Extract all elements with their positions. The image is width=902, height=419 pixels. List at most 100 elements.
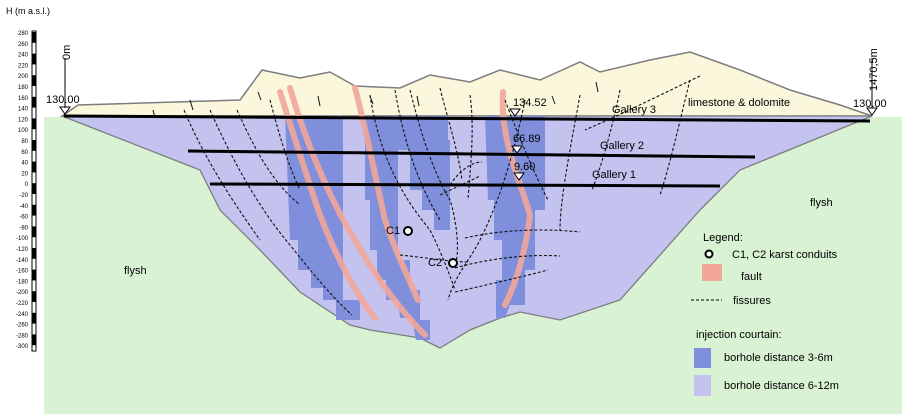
scale-segment: [32, 96, 36, 108]
scale-tick-label: -300: [16, 344, 29, 350]
scale-tick-label: -200: [16, 290, 29, 296]
fault-line: [499, 89, 534, 308]
scale-tick-label: -40: [19, 204, 28, 210]
legend-curtain-title: injection courtain:: [696, 329, 782, 341]
limestone-label: limestone & dolomite: [688, 97, 790, 109]
legend-curtain-dark-label: borhole distance 3-6m: [724, 352, 833, 364]
fissure-line: [236, 109, 301, 206]
faults: [277, 85, 534, 338]
fracture-tick: [416, 95, 420, 107]
level-triangle-icon: [511, 145, 523, 154]
gallery-1-line: [209, 182, 721, 188]
fracture-tick: [257, 91, 262, 101]
legend-fault-swatch: [702, 264, 722, 281]
scale-segment: [32, 204, 36, 216]
fissure-line: [183, 109, 261, 241]
curtain-light-area: [61, 115, 873, 349]
fracture-tick: [189, 99, 194, 111]
scale-segment: [32, 140, 36, 151]
scale-tick-label: -260: [16, 323, 29, 329]
scale-tick-label: 80: [21, 139, 28, 145]
scale-segment: [32, 334, 36, 346]
scale-segment: [32, 291, 36, 302]
scale-segment: [32, 248, 36, 259]
scale-segment: [32, 161, 36, 173]
scale-segment: [32, 53, 36, 65]
scale-tick-label: 40: [21, 161, 28, 167]
level-markers: [59, 106, 878, 181]
fault-line: [277, 89, 378, 321]
gallery-3-level-label: 134.52: [513, 97, 547, 109]
scale-tick-label: 280: [18, 31, 29, 37]
legend-curtain-dark-swatch: [694, 348, 711, 368]
conduit-c2-label: C2: [428, 257, 442, 269]
scale-tick-label: 60: [21, 150, 28, 156]
scale-tick-labels: 280260240220200180160140120100806040200-…: [16, 31, 29, 350]
scale-tick-label: 100: [18, 128, 29, 134]
gallery-3-name: Gallery 3: [612, 104, 656, 116]
fissure-line: [591, 89, 621, 191]
legend-fault-label: fault: [741, 271, 762, 283]
scale-tick-label: 260: [18, 42, 29, 48]
fault-line: [287, 85, 428, 338]
surface-fracture-ticks: [152, 81, 599, 119]
fissure-line: [209, 109, 353, 316]
fissure-line: [584, 75, 701, 131]
gallery-1-level-label: 9.60: [514, 161, 535, 173]
scale-tick-label: -160: [16, 269, 29, 275]
scale-tick-label: -220: [16, 301, 29, 307]
fissure-line: [439, 87, 463, 181]
scale-tick-label: -140: [16, 258, 29, 264]
fissure-line: [464, 229, 581, 239]
curtain-dark-zone-2: [365, 116, 430, 340]
fissure-line: [454, 254, 561, 269]
scale-tick-label: 180: [18, 85, 29, 91]
fissure-line: [394, 89, 441, 221]
scale-segment: [32, 118, 36, 130]
fissures: [183, 75, 701, 316]
scale-tick-label: 160: [18, 96, 29, 102]
level-triangle-icon: [509, 108, 521, 117]
curtain-dark-zone-4: [485, 116, 545, 318]
scale-tick-label: 140: [18, 107, 29, 113]
scale-tick-label: -280: [16, 333, 29, 339]
right-chainage-label: 1470,5m: [868, 48, 880, 91]
scale-tick-label: 20: [21, 171, 28, 177]
legend-curtain-light-swatch: [694, 375, 711, 396]
scale-segment: [32, 269, 36, 281]
fracture-tick: [369, 95, 374, 105]
scale-tick-label: -180: [16, 279, 29, 285]
left-level-label: 130.00: [46, 94, 80, 106]
right-level-label: 130.00: [853, 98, 887, 110]
scale-tick-label: -240: [16, 312, 29, 318]
legend-curtain-light-label: borhole distance 6-12m: [724, 380, 839, 392]
legend-conduit-label: C1, C2 karst conduits: [732, 249, 838, 261]
scale-tick-label: 200: [18, 74, 29, 80]
scale-tick-label: -120: [16, 247, 29, 253]
fissure-line: [269, 99, 301, 191]
fracture-tick: [551, 95, 556, 105]
flysh-right-label: flysh: [810, 197, 833, 209]
scale-tick-label: 120: [18, 117, 29, 123]
elevation-scale: 280260240220200180160140120100806040200-…: [16, 30, 37, 352]
legend: Legend: C1, C2 karst conduits fault fiss…: [691, 232, 839, 396]
scale-segments: [32, 32, 36, 346]
fracture-tick: [595, 81, 599, 93]
scale-tick-label: 0: [25, 182, 29, 188]
gallery-3-line: [63, 114, 871, 123]
gallery-2-name: Gallery 2: [600, 140, 644, 152]
scale-tick-label: -100: [16, 236, 29, 242]
scale-tick-label: -80: [19, 225, 28, 231]
scale-tick-label: 220: [18, 63, 29, 69]
scale-tick-label: 240: [18, 53, 29, 59]
fissure-line: [369, 94, 456, 291]
legend-title: Legend:: [703, 232, 743, 244]
scale-segment: [32, 183, 36, 194]
conduit-c2-marker: [448, 258, 458, 268]
level-triangle-icon: [513, 172, 525, 181]
fault-line: [352, 85, 421, 303]
scale-segment: [32, 226, 36, 238]
curtain-dark-zone-3: [398, 116, 450, 230]
